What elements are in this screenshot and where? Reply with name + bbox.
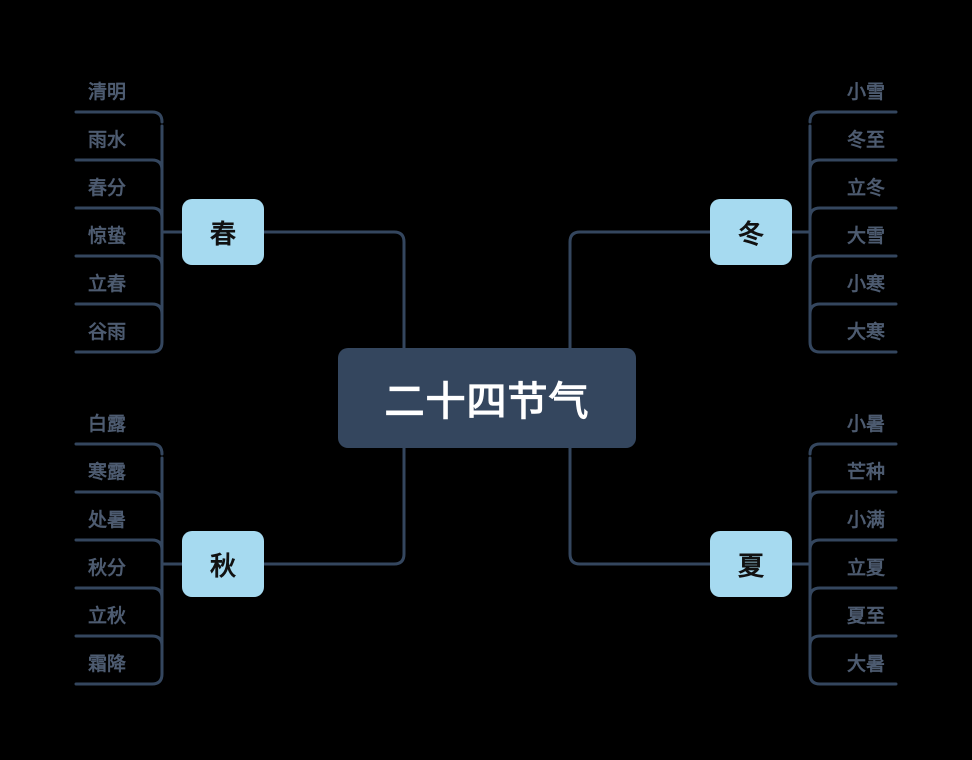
season-node-winter[interactable]: 冬 bbox=[710, 199, 792, 265]
term-winter-1[interactable]: 小雪 bbox=[846, 81, 885, 103]
term-spring-3[interactable]: 春分 bbox=[88, 177, 127, 199]
term-winter-4[interactable]: 大雪 bbox=[846, 225, 885, 247]
term-autumn-6[interactable]: 霜降 bbox=[88, 653, 127, 675]
term-summer-3[interactable]: 小满 bbox=[846, 509, 885, 531]
season-node-spring[interactable]: 春 bbox=[182, 199, 264, 265]
term-spring-2[interactable]: 雨水 bbox=[88, 129, 127, 151]
term-summer-2[interactable]: 芒种 bbox=[846, 461, 885, 483]
term-summer-6[interactable]: 大暑 bbox=[846, 653, 885, 675]
root-topic[interactable]: 二十四节气 bbox=[338, 348, 636, 448]
connector-root-summer bbox=[568, 446, 712, 566]
term-summer-5[interactable]: 夏至 bbox=[846, 605, 885, 627]
term-autumn-1[interactable]: 白露 bbox=[88, 413, 127, 435]
connector-root-autumn bbox=[261, 446, 406, 566]
term-spring-4[interactable]: 惊蛰 bbox=[88, 225, 127, 247]
term-spring-5[interactable]: 立春 bbox=[88, 273, 127, 295]
term-autumn-5[interactable]: 立秋 bbox=[88, 605, 127, 627]
term-summer-1[interactable]: 小暑 bbox=[846, 413, 885, 435]
term-autumn-2[interactable]: 寒露 bbox=[88, 461, 127, 483]
term-winter-6[interactable]: 大寒 bbox=[846, 321, 885, 343]
connector-root-winter bbox=[568, 230, 712, 350]
season-node-summer[interactable]: 夏 bbox=[710, 531, 792, 597]
term-winter-2[interactable]: 冬至 bbox=[846, 129, 885, 151]
term-winter-5[interactable]: 小寒 bbox=[846, 273, 885, 295]
term-autumn-3[interactable]: 处暑 bbox=[88, 509, 127, 531]
season-node-autumn[interactable]: 秋 bbox=[182, 531, 264, 597]
term-spring-1[interactable]: 清明 bbox=[88, 81, 127, 103]
connector-root-spring bbox=[261, 230, 406, 350]
term-spring-6[interactable]: 谷雨 bbox=[88, 321, 127, 343]
term-autumn-4[interactable]: 秋分 bbox=[88, 557, 127, 579]
term-summer-4[interactable]: 立夏 bbox=[846, 557, 885, 579]
term-winter-3[interactable]: 立冬 bbox=[846, 177, 885, 199]
